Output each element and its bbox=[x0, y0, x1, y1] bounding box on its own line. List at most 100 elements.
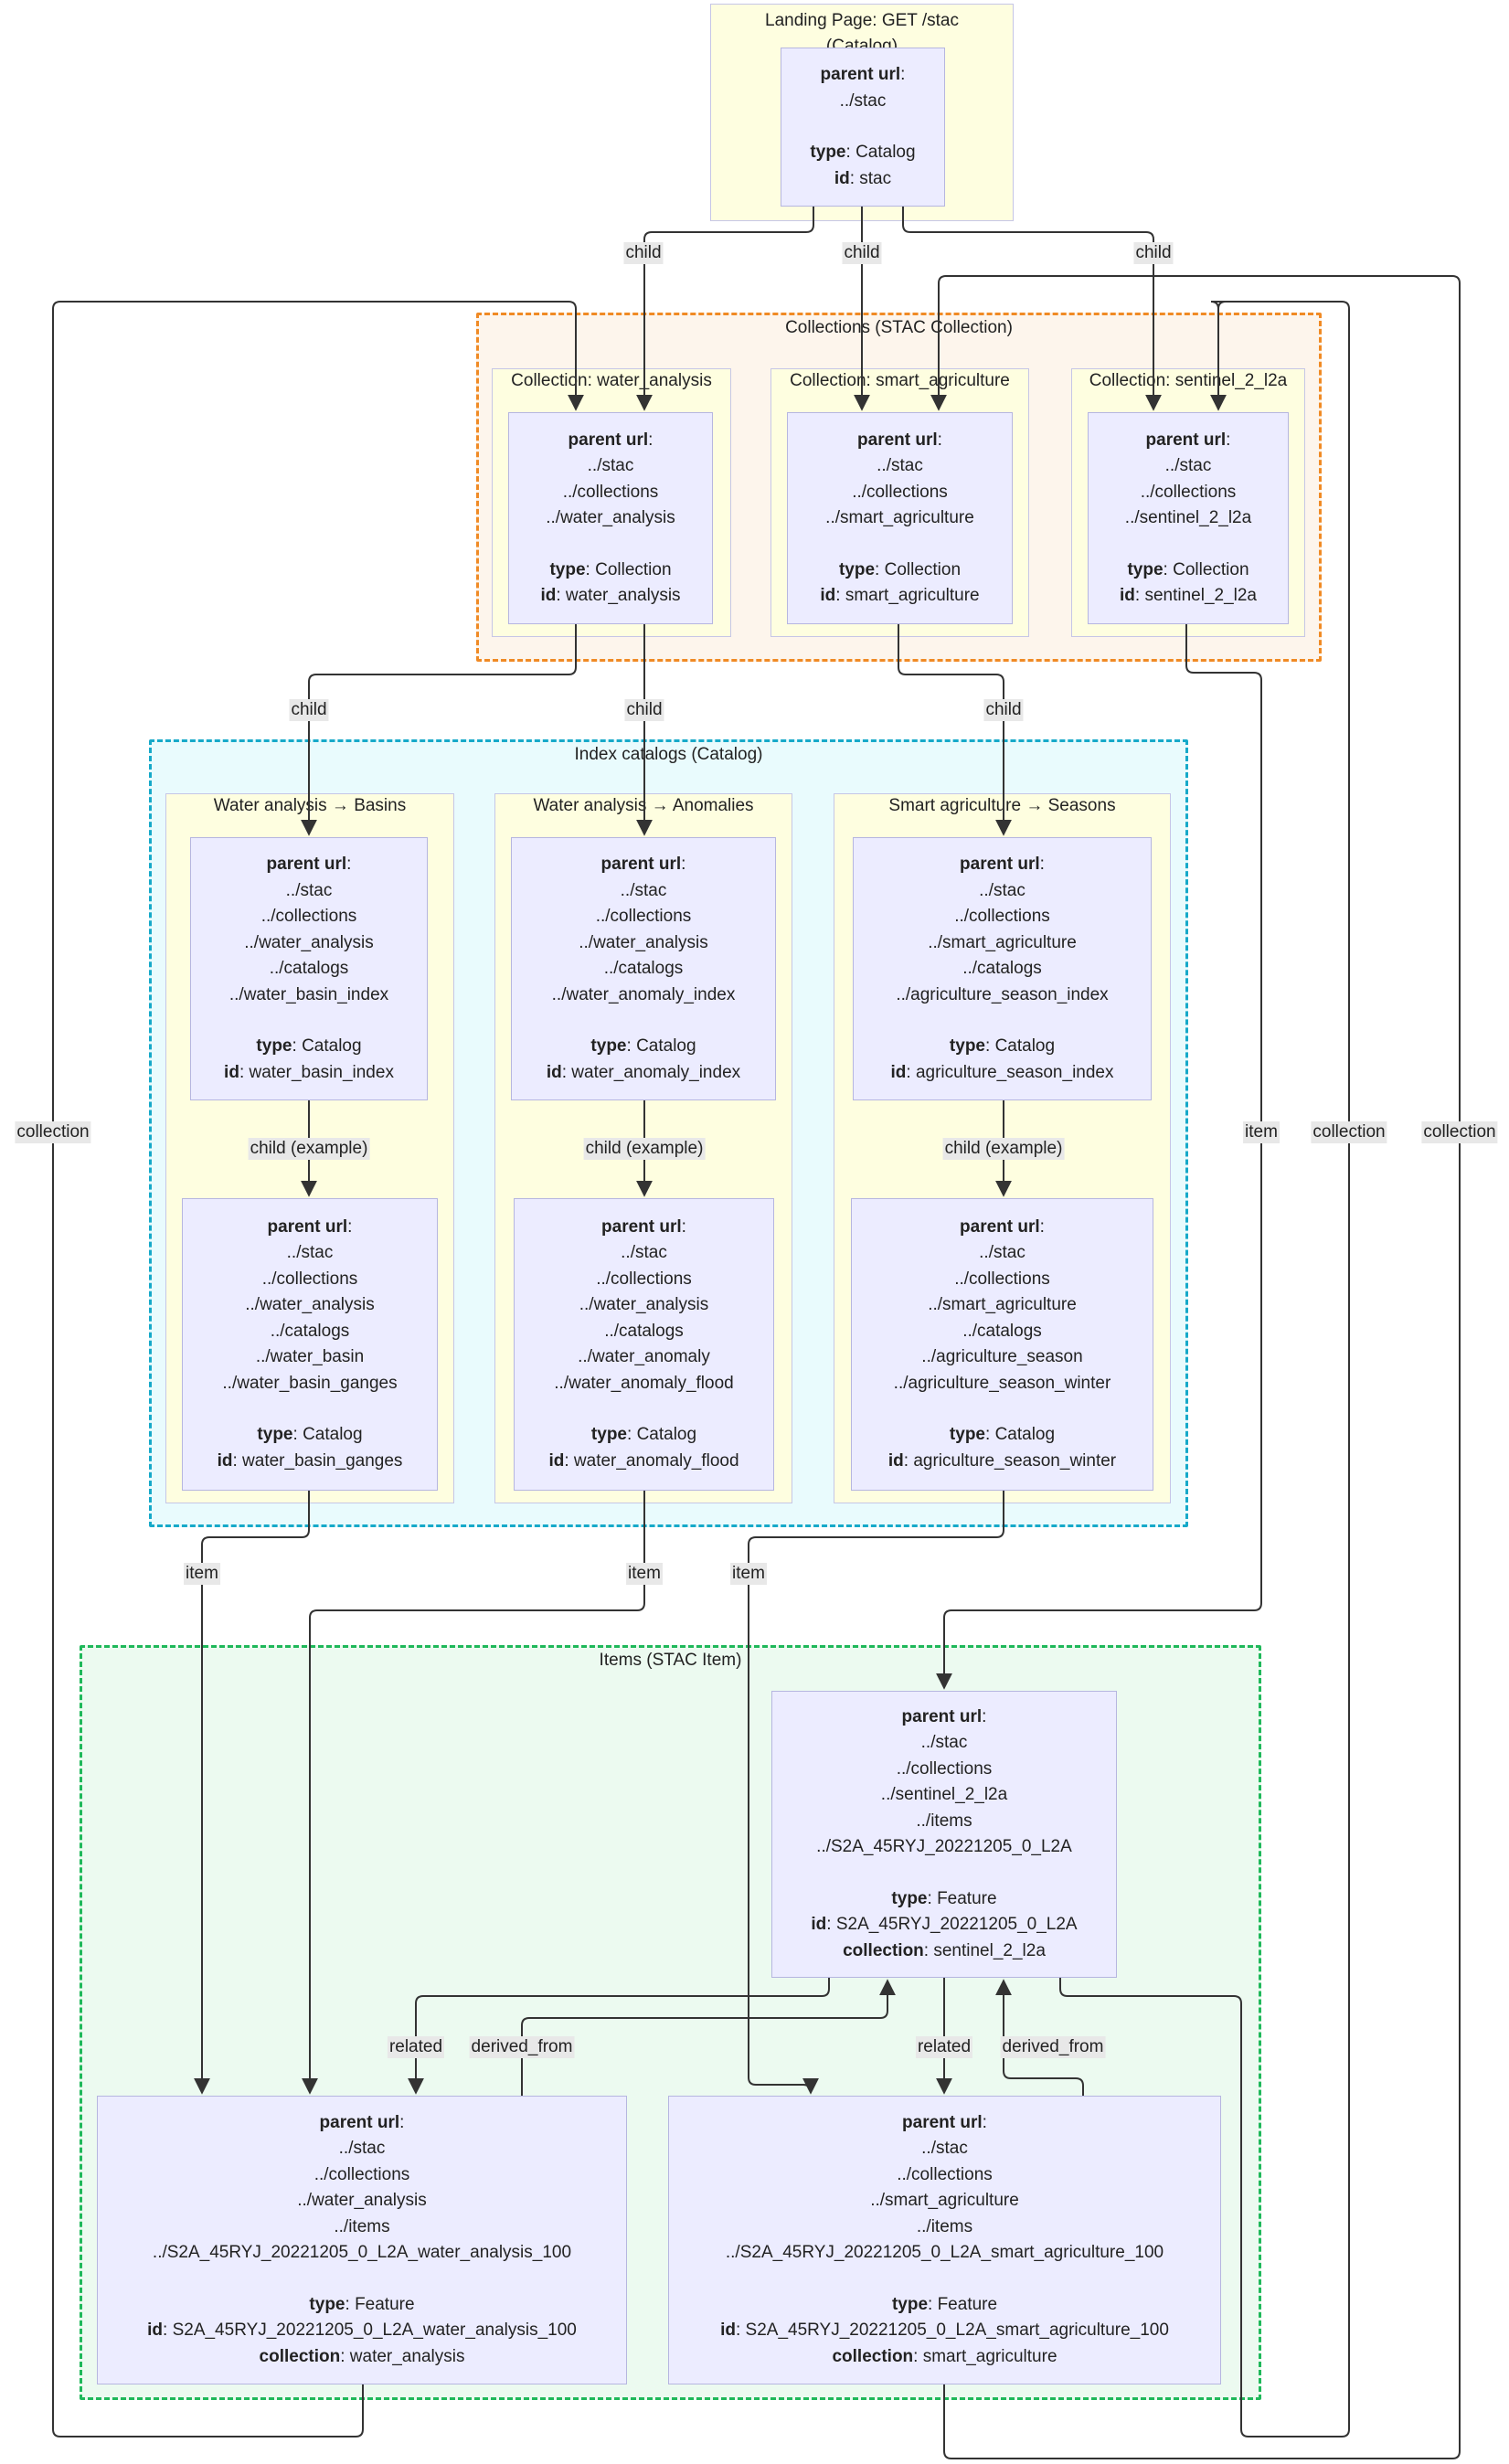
id-key: id bbox=[224, 1062, 239, 1082]
id-key: id bbox=[217, 1450, 233, 1471]
type-key: type bbox=[1127, 559, 1164, 579]
id-row: id: S2A_45RYJ_20221205_0_L2A_water_analy… bbox=[147, 2321, 577, 2341]
parent-url-row: parent url: bbox=[601, 1216, 686, 1237]
type-row: type: Catalog bbox=[256, 1036, 362, 1056]
type-row: type: Collection bbox=[549, 559, 672, 579]
edge-sentinel-item-collection bbox=[1059, 301, 1350, 2437]
type-row: type: Feature bbox=[891, 2294, 998, 2314]
url-line: ../water_basin_ganges bbox=[222, 1373, 398, 1393]
type-value: Catalog bbox=[302, 1036, 362, 1056]
id-value: stac bbox=[859, 168, 892, 188]
edge-agri-item-collection bbox=[930, 275, 1461, 2459]
id-row: id: S2A_45RYJ_20221205_0_L2A_smart_agric… bbox=[720, 2321, 1169, 2341]
url-line: ../collections bbox=[595, 907, 692, 926]
url-line: ../stac bbox=[1164, 456, 1212, 475]
type-value: Collection bbox=[595, 559, 672, 579]
type-row: type: Feature bbox=[309, 2294, 415, 2314]
type-row: type: Collection bbox=[838, 559, 962, 579]
parent-url-key: parent url bbox=[857, 430, 938, 450]
type-key: type bbox=[949, 1036, 985, 1056]
collections-cluster-title: Collections (STAC Collection) bbox=[785, 318, 1013, 337]
label-collection-3: collection bbox=[1421, 1121, 1498, 1143]
parent-url-row: parent url: bbox=[267, 1216, 353, 1237]
type-key: type bbox=[590, 1036, 627, 1056]
parent-url-key: parent url bbox=[1145, 430, 1227, 450]
url-line: ../water_analysis bbox=[579, 1295, 709, 1315]
type-key: type bbox=[891, 1888, 928, 1908]
url-line: ../water_analysis bbox=[245, 1295, 375, 1315]
label-child-example-3: child (example) bbox=[942, 1138, 1065, 1160]
label-derived-from-1: derived_from bbox=[469, 2036, 575, 2058]
type-row: type: Collection bbox=[1127, 559, 1249, 579]
url-line: ../catalogs bbox=[270, 1321, 350, 1341]
id-value: S2A_45RYJ_20221205_0_L2A_smart_agricultu… bbox=[745, 2321, 1169, 2341]
id-value: water_basin_ganges bbox=[242, 1450, 403, 1471]
label-item-2: item bbox=[626, 1563, 663, 1585]
parent-url-key: parent url bbox=[266, 855, 347, 874]
id-key: id bbox=[147, 2321, 164, 2341]
anomalies-child-node: parent url:../stac../collections../water… bbox=[514, 1198, 774, 1491]
id-value: S2A_45RYJ_20221205_0_L2A bbox=[835, 1915, 1078, 1935]
url-line: ../water_analysis bbox=[297, 2191, 427, 2211]
edge-water-basins bbox=[301, 624, 577, 836]
collection-row: collection: water_analysis bbox=[259, 2346, 465, 2366]
parent-url-row: parent url: bbox=[820, 65, 906, 84]
parent-url-key: parent url bbox=[820, 65, 901, 84]
items-cluster-title: Items (STAC Item) bbox=[599, 1651, 742, 1670]
url-line: ../stac bbox=[621, 1243, 667, 1263]
url-line: ../collections bbox=[897, 2164, 993, 2184]
parent-url-key: parent url bbox=[902, 2112, 983, 2132]
url-line: ../catalogs bbox=[604, 1321, 684, 1341]
url-line: ../smart_agriculture bbox=[928, 1295, 1077, 1315]
type-key: type bbox=[590, 1425, 627, 1445]
type-row: type: Catalog bbox=[949, 1036, 1056, 1056]
collection-sentinel-node: parent url:../stac../collections../senti… bbox=[1088, 412, 1289, 624]
id-key: id bbox=[811, 1915, 827, 1935]
url-line: ../catalogs bbox=[269, 959, 349, 978]
url-line: ../sentinel_2_l2a bbox=[1124, 508, 1252, 527]
edge-derived-water bbox=[521, 1979, 896, 2096]
anomalies-index-node: parent url:../stac../collections../water… bbox=[511, 837, 776, 1100]
edge-flood-item bbox=[302, 1491, 645, 2095]
id-row: id: water_analysis bbox=[540, 586, 681, 605]
collection-sentinel-title: Collection: sentinel_2_l2a bbox=[1089, 371, 1288, 390]
type-row: type: Catalog bbox=[810, 143, 916, 162]
label-child-example-1: child (example) bbox=[248, 1138, 370, 1160]
url-line: ../collections bbox=[1140, 482, 1237, 502]
catalog-seasons-title: Smart agriculture → Seasons bbox=[888, 796, 1116, 815]
id-row: id: stac bbox=[834, 168, 892, 188]
label-collection-1: collection bbox=[15, 1121, 91, 1143]
catalogs-cluster-title: Index catalogs (Catalog) bbox=[574, 745, 763, 764]
id-value: water_anomaly_index bbox=[571, 1062, 741, 1082]
label-related-2: related bbox=[915, 2036, 973, 2058]
url-line: ../stac bbox=[839, 90, 887, 111]
parent-url-row: parent url: bbox=[319, 2112, 405, 2132]
type-value: Feature bbox=[937, 2294, 998, 2314]
type-value: Collection bbox=[1173, 559, 1249, 579]
url-line: ../stac bbox=[587, 456, 634, 475]
id-value: water_analysis bbox=[565, 586, 681, 605]
id-value: agriculture_season_winter bbox=[913, 1450, 1117, 1471]
url-line: ../water_anomaly_index bbox=[551, 984, 736, 1004]
url-line: ../water_analysis bbox=[546, 508, 675, 527]
type-row: type: Catalog bbox=[257, 1425, 363, 1445]
url-line: ../catalogs bbox=[962, 959, 1042, 978]
url-line: ../collections bbox=[261, 1269, 358, 1289]
seasons-index-node: parent url:../stac../collections../smart… bbox=[853, 837, 1152, 1100]
id-key: id bbox=[546, 1062, 562, 1082]
edge-ganges-item bbox=[194, 1491, 310, 2095]
parent-url-key: parent url bbox=[319, 2112, 400, 2132]
label-child-5: child bbox=[624, 699, 664, 721]
type-key: type bbox=[838, 559, 876, 579]
edge-derived-agri bbox=[995, 1979, 1084, 2096]
id-row: id: sentinel_2_l2a bbox=[1120, 586, 1257, 605]
parent-url-key: parent url bbox=[601, 1216, 682, 1237]
url-line: ../S2A_45RYJ_20221205_0_L2A_smart_agricu… bbox=[725, 2243, 1164, 2263]
collection-row: collection: smart_agriculture bbox=[832, 2346, 1057, 2366]
url-line: ../items bbox=[916, 2216, 973, 2236]
water-analysis-item-node: parent url:../stac../collections../water… bbox=[97, 2096, 627, 2384]
parent-url-key: parent url bbox=[267, 1216, 348, 1237]
type-value: Collection bbox=[884, 559, 962, 579]
collection-water-node: parent url:../stac../collections../water… bbox=[508, 412, 713, 624]
